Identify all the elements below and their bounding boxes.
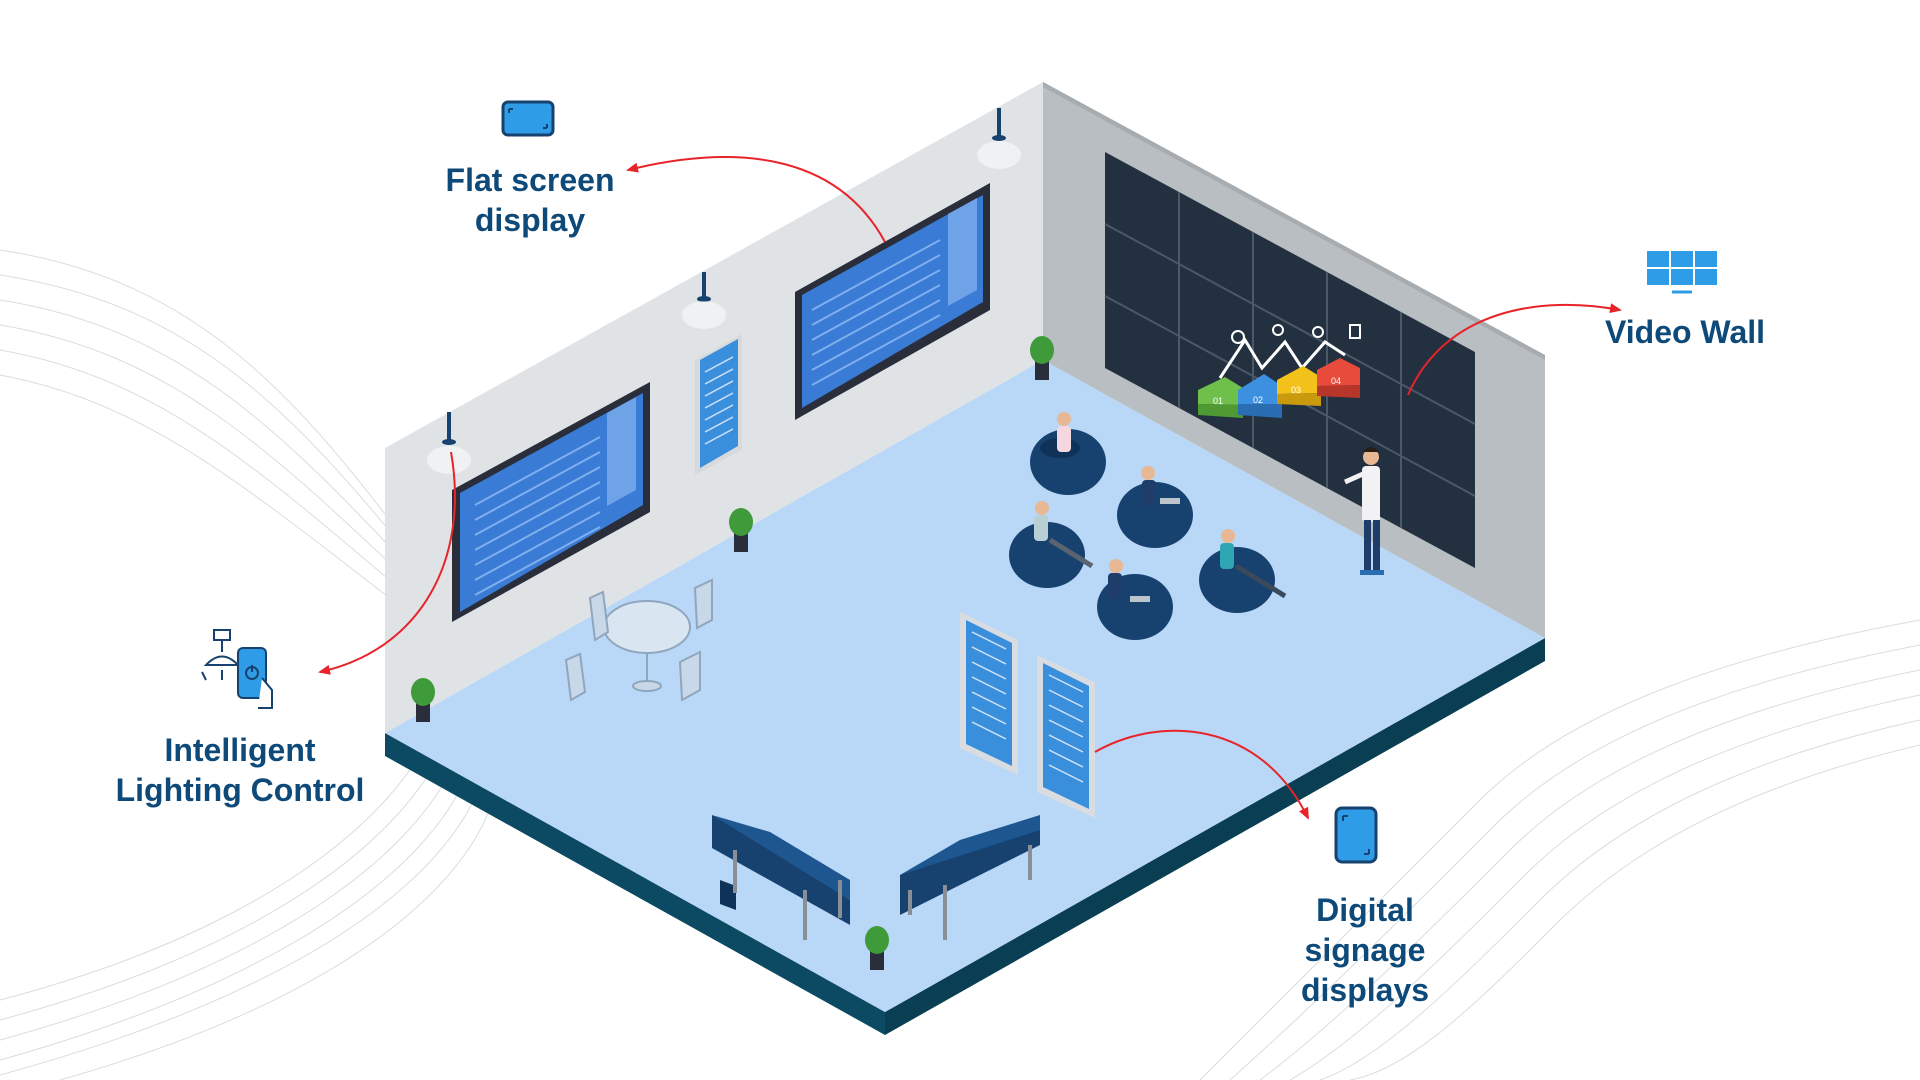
digital-signage-stand: [1037, 655, 1095, 818]
arrow-to-flat-screen: [626, 156, 886, 243]
lighting-label-line2: Lighting Control: [115, 772, 365, 808]
bean-bag-seat: [1117, 466, 1193, 548]
presenter-figure: [1343, 447, 1384, 575]
flat-screen-label-line1: Flat screen: [445, 162, 615, 198]
video-wall-label-text: Video Wall: [1604, 314, 1766, 350]
bean-bag-seat: [1199, 529, 1287, 613]
potted-plant: [729, 508, 753, 552]
tile-label-03: 03: [1291, 385, 1301, 395]
bean-bag-seat: [1097, 559, 1173, 640]
infographic-tile-04: 04: [1317, 358, 1360, 398]
signage-label-line2: signage: [1304, 932, 1426, 968]
ceiling-lamp: [977, 108, 1021, 169]
floor-edge-right: [885, 638, 1545, 1035]
intelligent-lighting-label: Intelligent Lighting Control: [100, 730, 380, 810]
tile-label-02: 02: [1253, 395, 1263, 405]
flat-screen-display: [452, 382, 650, 622]
potted-plant: [865, 926, 889, 970]
infographic-tile-01: 01: [1198, 377, 1243, 418]
lamp-phone-icon: [201, 629, 273, 709]
ceiling-lamp: [427, 412, 471, 474]
video-wall-icon: [1645, 249, 1719, 294]
monitor-icon: [501, 100, 555, 137]
wall-signage-panel: [695, 334, 742, 475]
round-table-with-chairs: [564, 578, 713, 702]
arrow-to-lighting: [318, 451, 456, 675]
arrow-to-video-wall: [1407, 303, 1622, 396]
sofa: [712, 815, 850, 940]
wall-top-edge: [1043, 82, 1545, 360]
infographic-tile-03: 03: [1277, 366, 1321, 406]
floor-edge-left: [385, 733, 885, 1035]
potted-plant: [411, 678, 435, 722]
bean-bag-seat: [1030, 412, 1106, 495]
video-wall-label: Video Wall: [1595, 312, 1775, 352]
flat-screen-label-line2: display: [474, 202, 586, 238]
digital-signage-label: Digital signage displays: [1265, 890, 1465, 1010]
signage-label-line3: displays: [1300, 972, 1430, 1008]
tile-label-04: 04: [1331, 376, 1341, 386]
bean-bag-seat: [1009, 501, 1094, 588]
arrow-to-signage: [1094, 729, 1309, 820]
flat-screen-display-label: Flat screen display: [430, 160, 630, 240]
potted-plant: [1030, 336, 1054, 380]
tablet-icon: [1334, 806, 1378, 864]
sofa: [900, 815, 1040, 940]
ceiling-lamp: [682, 272, 726, 329]
signage-label-line1: Digital: [1316, 892, 1414, 928]
infographic-tile-02: 02: [1238, 374, 1282, 418]
digital-signage-stand: [960, 612, 1018, 775]
lighting-label-line1: Intelligent: [164, 732, 316, 768]
tile-label-01: 01: [1213, 396, 1223, 406]
flat-screen-display: [795, 183, 990, 420]
